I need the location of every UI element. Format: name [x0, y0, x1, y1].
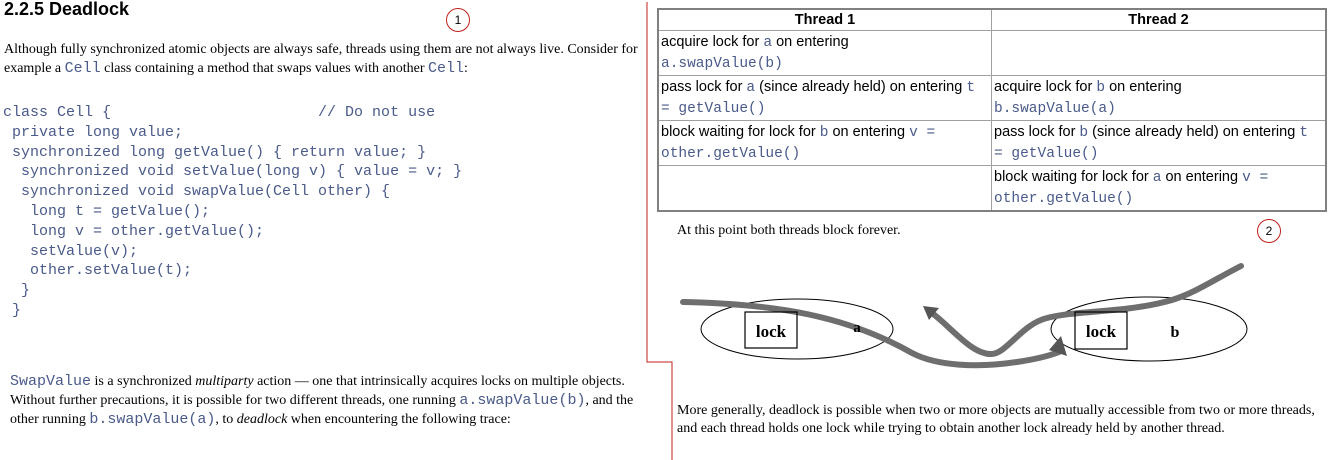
- deadlock-diagram: lock a lock b: [680, 263, 1248, 369]
- thread-2-arrowhead: [923, 306, 939, 320]
- code-line: synchronized void swapValue(Cell other) …: [3, 183, 391, 201]
- cell-class-code-block: class Cell { // Do not use private long …: [3, 103, 462, 321]
- section-heading: 2.2.5 Deadlock: [4, 0, 130, 19]
- column-header-thread-1: Thread 1: [657, 8, 992, 31]
- thread-2-path: [929, 263, 1244, 357]
- table-cell: block waiting for lock for b on entering…: [657, 120, 992, 166]
- inline-code: Cell: [428, 60, 465, 77]
- code-line: synchronized long getValue() { return va…: [3, 143, 427, 161]
- lock-a-box: [744, 311, 798, 349]
- table-header-row: Thread 1 Thread 2: [657, 8, 1327, 31]
- inline-code: SwapValue: [10, 373, 92, 390]
- table-row: pass lock for a (since already held) on …: [657, 75, 1327, 121]
- deadlock-trace-table: Thread 1 Thread 2 acquire lock for a on …: [657, 8, 1327, 212]
- column-header-thread-2: Thread 2: [991, 8, 1327, 31]
- inline-code: a.swapValue(b): [459, 392, 586, 409]
- inline-code: Cell: [64, 60, 101, 77]
- code-line: synchronized void setValue(long v) { val…: [3, 163, 463, 181]
- thread-1-path: [680, 299, 1062, 369]
- code-line: private long value;: [3, 123, 184, 141]
- code-line: setValue(v);: [3, 242, 139, 260]
- code-line: class Cell { // Do not use: [3, 104, 436, 121]
- annotation-marker-2: 2: [1257, 219, 1281, 243]
- swapvalue-paragraph: SwapValue is a synchronized multiparty a…: [10, 373, 634, 428]
- object-b-ellipse: [1050, 296, 1248, 362]
- lock-b-label: lock: [1086, 322, 1117, 341]
- object-a-ellipse: [700, 298, 894, 360]
- table-cell: pass lock for a (since already held) on …: [657, 75, 992, 121]
- table-cell: [991, 30, 1327, 76]
- lock-a-label: lock: [756, 322, 787, 341]
- code-line: }: [3, 301, 22, 319]
- lock-b-box: [1074, 311, 1128, 350]
- table-cell: [657, 165, 992, 212]
- code-line: }: [3, 282, 31, 300]
- red-divider-line: [646, 2, 673, 460]
- annotation-marker-1: 1: [446, 8, 470, 32]
- thread-1-arrowhead: [1049, 336, 1067, 356]
- table-cell: block waiting for lock for a on entering…: [991, 165, 1327, 212]
- object-a-label: a: [853, 320, 861, 336]
- object-b-label: b: [1171, 324, 1180, 341]
- intro-paragraph: Although fully synchronized atomic objec…: [4, 42, 638, 77]
- code-line: long t = getValue();: [3, 202, 211, 220]
- table-row: block waiting for lock for b on entering…: [657, 120, 1327, 166]
- code-line: long v = other.getValue();: [3, 222, 265, 240]
- both-threads-block-text: At this point both threads block forever…: [677, 223, 901, 238]
- code-line: other.setValue(t);: [3, 262, 193, 280]
- table-cell: pass lock for b (since already held) on …: [991, 120, 1327, 166]
- table-row: block waiting for lock for a on entering…: [657, 165, 1327, 212]
- general-deadlock-paragraph: More generally, deadlock is possible whe…: [677, 403, 1315, 436]
- inline-code: b.swapValue(a): [89, 411, 216, 428]
